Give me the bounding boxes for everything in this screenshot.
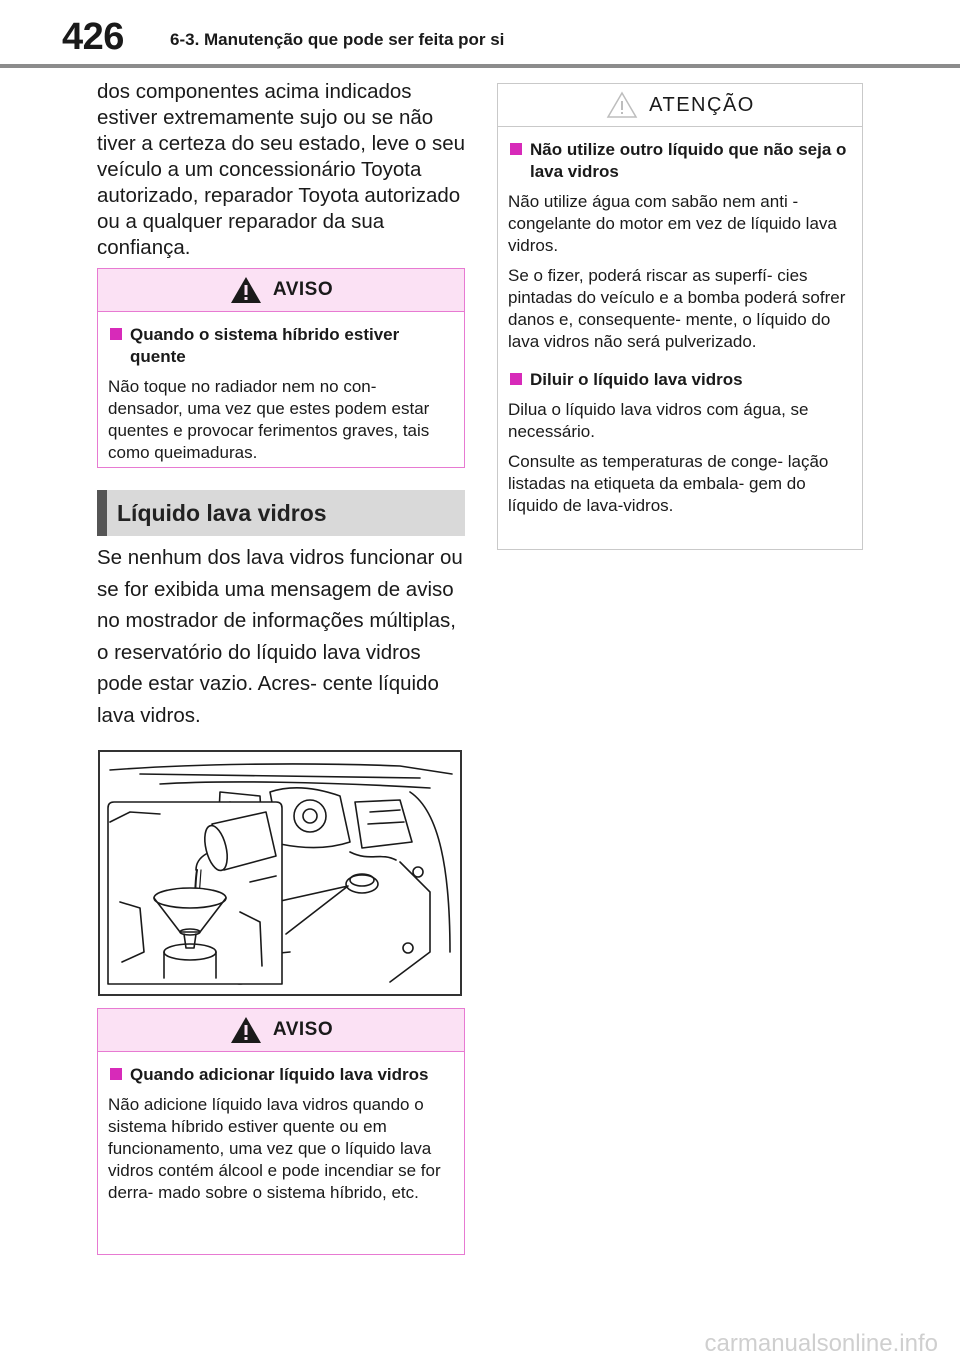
- notice-paragraph: Não utilize água com sabão nem anti -con…: [508, 192, 837, 255]
- notice-subheading-text: Diluir o líquido lava vidros: [530, 370, 743, 389]
- notice-box: ATENÇÃO Não utilize outro líquido que nã…: [497, 83, 863, 550]
- notice-header: ATENÇÃO: [498, 84, 862, 127]
- square-bullet-icon: [110, 328, 122, 340]
- warning-text: Não adicione líquido lava vidros quando …: [108, 1095, 441, 1202]
- warning-box-hot-system: AVISO Quando o sistema híbrido estiver q…: [97, 268, 465, 468]
- notice-subheading-text: Não utilize outro líquido que não seja o…: [530, 140, 847, 181]
- topic-body-paragraph: Se nenhum dos lava vidros funcionar ou s…: [97, 546, 463, 727]
- caution-triangle-outline-icon: [606, 91, 638, 118]
- topic-heading-bar: Líquido lava vidros: [97, 490, 465, 536]
- page-number: 426: [62, 16, 124, 58]
- warning-header: AVISO: [98, 1009, 464, 1052]
- warning-box-adding-fluid: AVISO Quando adicionar líquido lava vidr…: [97, 1008, 465, 1255]
- warning-body: Quando o sistema híbrido estiver quente …: [98, 312, 464, 464]
- topic-title: Líquido lava vidros: [117, 499, 327, 526]
- page-header: 426 6-3. Manutenção que pode ser feita p…: [0, 0, 960, 68]
- warning-label: AVISO: [272, 279, 334, 300]
- notice-paragraph: Dilua o líquido lava vidros com água, se…: [508, 400, 809, 441]
- warning-subheading-text: Quando o sistema híbrido estiver quente: [130, 325, 400, 366]
- warning-label: AVISO: [272, 1019, 334, 1040]
- section-title: 6-3. Manutenção que pode ser feita por s…: [170, 30, 505, 49]
- notice-subheading: Não utilize outro líquido que não seja o…: [508, 139, 852, 183]
- notice-body: Não utilize outro líquido que não seja o…: [498, 127, 862, 517]
- warning-header: AVISO: [98, 269, 464, 312]
- header-divider: [0, 64, 960, 68]
- square-bullet-icon: [510, 143, 522, 155]
- warning-subheading: Quando o sistema híbrido estiver quente: [108, 324, 454, 368]
- notice-label: ATENÇÃO: [649, 93, 755, 116]
- warning-triangle-icon: [230, 1017, 261, 1043]
- intro-paragraph: dos componentes acima indicados estiver …: [97, 80, 466, 259]
- notice-paragraph: Se o fizer, poderá riscar as superfí- ci…: [508, 266, 846, 351]
- square-bullet-icon: [110, 1068, 122, 1080]
- warning-body: Quando adicionar líquido lava vidros Não…: [98, 1052, 464, 1204]
- warning-triangle-icon: [230, 277, 261, 303]
- engine-bay-washer-fluid-illustration-icon: [107, 763, 453, 985]
- warning-subheading: Quando adicionar líquido lava vidros: [108, 1064, 454, 1086]
- notice-paragraph: Consulte as temperaturas de conge- lação…: [508, 452, 829, 515]
- notice-subheading: Diluir o líquido lava vidros: [508, 369, 852, 391]
- warning-subheading-text: Quando adicionar líquido lava vidros: [130, 1065, 429, 1084]
- warning-text: Não toque no radiador nem no con- densad…: [108, 377, 430, 462]
- square-bullet-icon: [510, 373, 522, 385]
- engine-bay-figure: [98, 750, 462, 996]
- watermark: carmanualsonline.info: [704, 1330, 938, 1357]
